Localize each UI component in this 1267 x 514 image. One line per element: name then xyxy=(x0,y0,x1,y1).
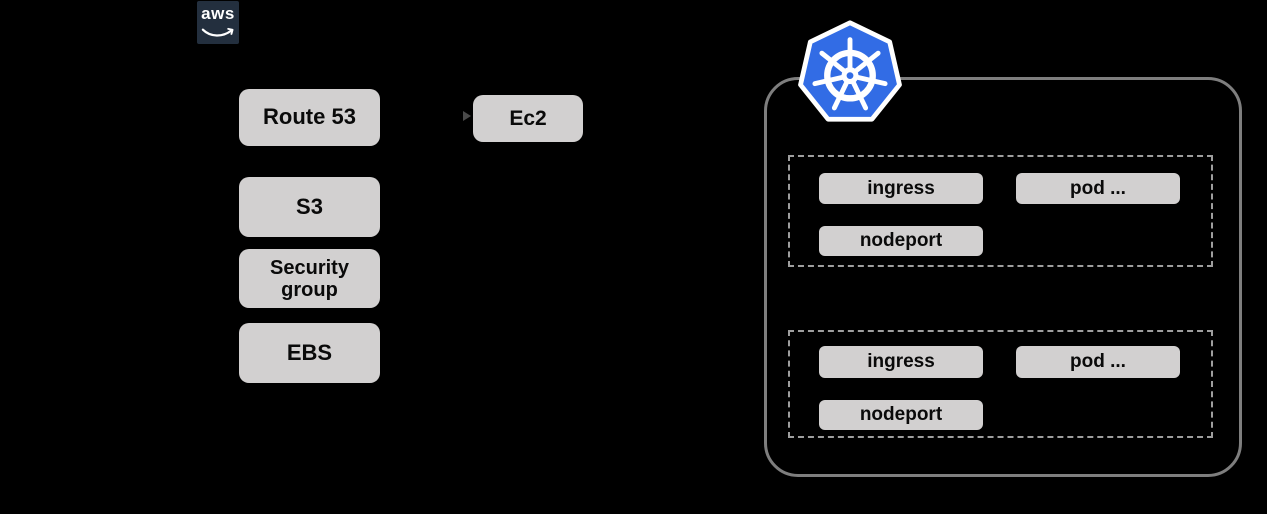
node-group-1: ingress pod ... nodeport xyxy=(788,155,1213,267)
aws-logo-label: aws xyxy=(201,4,235,23)
node-route53: Route 53 xyxy=(239,89,380,146)
node-s3: S3 xyxy=(239,177,380,237)
node-ingress-2: ingress xyxy=(819,346,983,378)
node-ebs-label: EBS xyxy=(286,339,333,365)
arrowhead-icon xyxy=(463,111,471,121)
node-ingress-1: ingress xyxy=(819,173,983,204)
node-ingress-2-label: ingress xyxy=(867,351,935,372)
aws-logo: aws xyxy=(197,1,239,44)
node-ebs: EBS xyxy=(239,323,380,383)
node-ec2-label: Ec2 xyxy=(509,106,547,130)
node-route53-label: Route 53 xyxy=(263,104,356,130)
aws-smile-arrow-icon xyxy=(201,27,234,37)
node-security-group-label: Security group xyxy=(270,256,349,301)
node-nodeport-2: nodeport xyxy=(819,400,983,430)
node-nodeport-1: nodeport xyxy=(819,226,983,256)
node-s3-label: S3 xyxy=(296,193,323,219)
node-nodeport-1-label: nodeport xyxy=(859,230,943,251)
node-nodeport-2-label: nodeport xyxy=(859,404,943,425)
node-security-group: Security group xyxy=(239,249,380,308)
node-ec2: Ec2 xyxy=(473,95,583,142)
node-pod-1: pod ... xyxy=(1016,173,1180,204)
node-pod-2-label: pod ... xyxy=(1070,351,1126,372)
node-pod-1-label: pod ... xyxy=(1070,177,1126,199)
kubernetes-wheel-icon xyxy=(798,20,902,122)
node-pod-2: pod ... xyxy=(1016,346,1180,378)
node-ingress-1-label: ingress xyxy=(867,177,935,199)
node-group-2: ingress pod ... nodeport xyxy=(788,330,1213,438)
kubernetes-cluster-box xyxy=(764,77,1242,477)
